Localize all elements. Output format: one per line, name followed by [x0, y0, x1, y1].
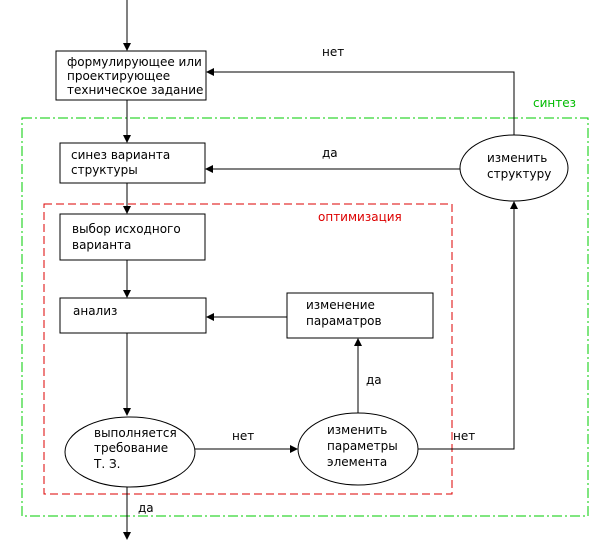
spec-line-1: формулирующее или: [67, 55, 202, 69]
arrow-exit: [123, 532, 131, 540]
label-no-top: нет: [322, 45, 344, 59]
node-analysis: анализ: [59, 297, 207, 334]
element-line-1: изменить: [327, 423, 387, 437]
spec-line-2: проектирующее: [67, 69, 170, 83]
element-ellipse: [297, 412, 419, 486]
synthesis-frame: [21, 117, 589, 517]
arrow-synth-select: [123, 206, 131, 214]
node-change-params: изменение параматров: [286, 292, 434, 339]
edge-element-structure: [418, 209, 515, 450]
element-line-3: элемента: [327, 455, 387, 469]
synth-variant-box: [59, 142, 206, 184]
label-yes-exit: да: [138, 501, 154, 515]
structure-line-2: структуру: [487, 167, 551, 181]
arrow-element-structure: [510, 201, 518, 209]
synth-variant-line-1: синез варианта: [71, 148, 170, 162]
arrow-req-element: [290, 445, 298, 453]
label-no-requirement: нет: [232, 429, 254, 443]
optimization-frame-label: оптимизация: [318, 210, 402, 224]
label-yes-params: да: [366, 373, 382, 387]
requirement-line-1: выполняется: [94, 426, 177, 440]
requirement-ellipse: [64, 416, 196, 488]
change-params-box: [286, 292, 434, 339]
optimization-frame: [43, 203, 453, 495]
structure-ellipse: [459, 134, 569, 202]
arrow-structure-synth: [205, 165, 213, 173]
node-change-structure: изменить структуру: [459, 134, 569, 202]
change-params-line-2: параматров: [306, 314, 382, 328]
synth-variant-line-2: структуры: [71, 163, 138, 177]
arrow-element-params: [354, 338, 362, 346]
element-line-2: параметры: [327, 439, 398, 453]
arrow-select-analysis: [123, 290, 131, 298]
node-requirement-met: выполняется требование Т. З.: [64, 416, 196, 488]
change-params-line-1: изменение: [306, 298, 375, 312]
spec-box: [55, 50, 207, 101]
structure-line-1: изменить: [487, 151, 547, 165]
node-synth-variant: синез варианта структуры: [59, 142, 206, 184]
analysis-label: анализ: [73, 304, 117, 318]
arrow-spec-synth: [123, 135, 131, 143]
arrow-entry: [123, 43, 131, 51]
node-spec: формулирующее или проектирующее техничес…: [55, 50, 207, 101]
select-initial-box: [59, 213, 206, 261]
label-yes-structure: да: [322, 146, 338, 160]
arrow-analysis-req: [123, 408, 131, 416]
node-select-initial: выбор исходного варианта: [59, 213, 206, 261]
arrow-structure-spec: [206, 68, 214, 76]
node-change-element-params: изменить параметры элемента: [297, 412, 419, 486]
select-initial-line-2: варианта: [72, 238, 131, 252]
requirement-line-2: требование: [94, 441, 168, 455]
analysis-box: [59, 297, 207, 334]
synthesis-frame-label: синтез: [533, 96, 576, 110]
spec-line-3: техническое задание: [67, 83, 203, 97]
label-no-element: нет: [453, 429, 475, 443]
select-initial-line-1: выбор исходного: [72, 222, 181, 236]
edges: [123, 0, 518, 540]
arrow-params-analysis: [206, 313, 214, 321]
requirement-line-3: Т. З.: [93, 457, 120, 471]
edge-structure-spec: [214, 71, 515, 135]
